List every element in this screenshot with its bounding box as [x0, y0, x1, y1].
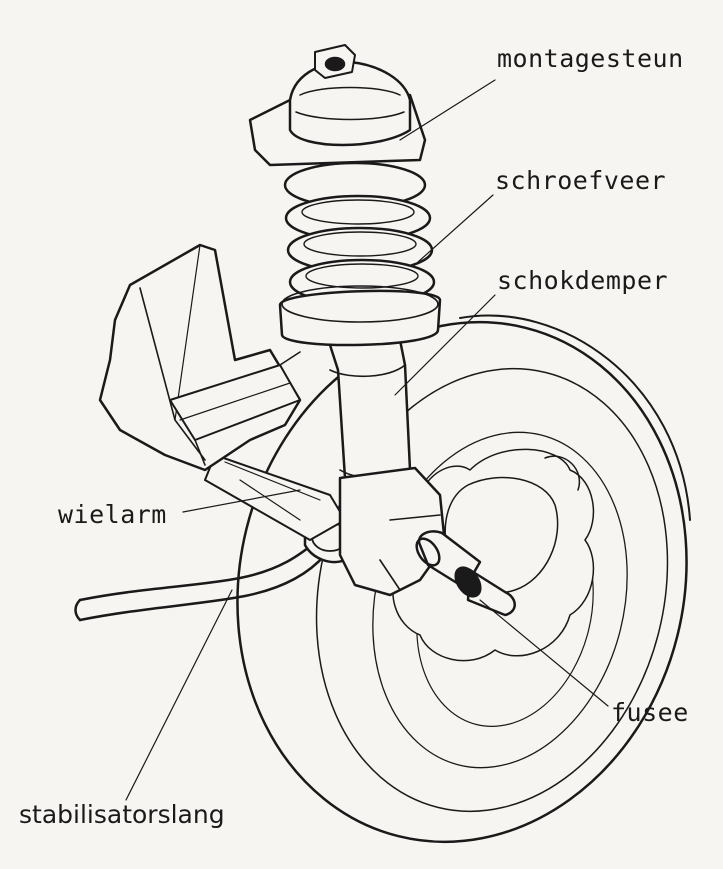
label-schroefveer: schroefveer	[495, 166, 667, 195]
leader-montagesteun	[399, 79, 496, 141]
label-schokdemper: schokdemper	[497, 266, 669, 295]
label-stabilisatorslang: stabilisatorslang	[19, 800, 225, 829]
hub	[392, 448, 595, 662]
leader-schokdemper	[394, 294, 496, 396]
knuckle	[338, 466, 447, 597]
leader-stabilisatorslang	[125, 589, 233, 801]
label-wielarm: wielarm	[58, 500, 167, 529]
leader-wielarm	[182, 489, 301, 513]
stub-axle	[415, 530, 516, 617]
leader-lines	[125, 79, 609, 801]
wheel-arm	[204, 454, 346, 541]
top-mount	[248, 44, 427, 167]
label-fusee: fusee	[611, 698, 689, 727]
subframe-mount	[98, 243, 302, 472]
leader-schroefveer	[417, 194, 494, 263]
coil-spring	[278, 161, 442, 347]
label-montagesteun: montagesteun	[497, 44, 684, 73]
leader-fusee	[479, 599, 609, 707]
